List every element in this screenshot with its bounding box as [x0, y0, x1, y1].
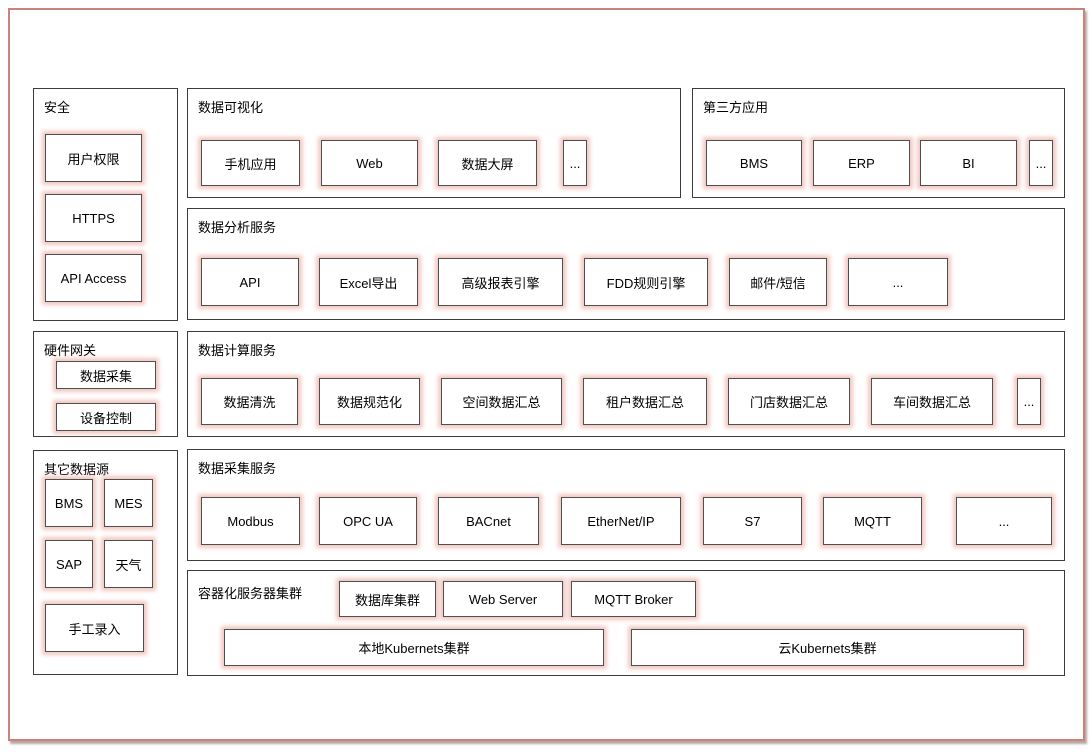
- panel-third-party-title: 第三方应用: [703, 100, 769, 115]
- node-third-party-more: ...: [1029, 140, 1053, 186]
- diagram-outer-frame: 安全 用户权限 HTTPS API Access 数据可视化 手机应用 Web …: [8, 8, 1085, 741]
- node-web-server: Web Server: [443, 581, 563, 617]
- panel-visualization-title: 数据可视化: [198, 100, 264, 115]
- node-cloud-kubernetes-cluster: 云Kubernets集群: [631, 629, 1024, 666]
- node-api: API: [201, 258, 299, 306]
- node-user-permissions: 用户权限: [45, 134, 142, 182]
- node-data-normalization: 数据规范化: [319, 378, 420, 425]
- node-api-access: API Access: [45, 254, 142, 302]
- panel-compute: 数据计算服务 数据清洗 数据规范化 空间数据汇总 租户数据汇总 门店数据汇总 车…: [187, 331, 1065, 437]
- node-erp: ERP: [813, 140, 910, 186]
- panel-third-party: 第三方应用 BMS ERP BI ...: [692, 88, 1065, 198]
- panel-analysis-title: 数据分析服务: [198, 220, 277, 235]
- node-data-screen: 数据大屏: [438, 140, 537, 186]
- node-mobile-app: 手机应用: [201, 140, 300, 186]
- node-mes-source: MES: [104, 479, 153, 527]
- node-compute-more: ...: [1017, 378, 1041, 425]
- node-spatial-aggregation: 空间数据汇总: [441, 378, 562, 425]
- panel-analysis: 数据分析服务 API Excel导出 高级报表引擎 FDD规则引擎 邮件/短信 …: [187, 208, 1065, 320]
- node-analysis-more: ...: [848, 258, 948, 306]
- node-https: HTTPS: [45, 194, 142, 242]
- node-workshop-aggregation: 车间数据汇总: [871, 378, 993, 425]
- node-database-cluster: 数据库集群: [339, 581, 436, 617]
- panel-gateway: 硬件网关 数据采集 设备控制: [33, 331, 178, 437]
- node-store-aggregation: 门店数据汇总: [728, 378, 850, 425]
- node-mqtt: MQTT: [823, 497, 922, 545]
- panel-visualization: 数据可视化 手机应用 Web 数据大屏 ...: [187, 88, 681, 198]
- panel-other-sources-title: 其它数据源: [44, 462, 110, 477]
- node-opc-ua: OPC UA: [319, 497, 417, 545]
- node-sap-source: SAP: [45, 540, 93, 588]
- node-report-engine: 高级报表引擎: [438, 258, 563, 306]
- node-local-kubernetes-cluster: 本地Kubernets集群: [224, 629, 604, 666]
- node-modbus: Modbus: [201, 497, 300, 545]
- panel-security: 安全 用户权限 HTTPS API Access: [33, 88, 178, 321]
- node-tenant-aggregation: 租户数据汇总: [583, 378, 707, 425]
- node-weather-source: 天气: [104, 540, 153, 588]
- panel-cluster-title: 容器化服务器集群: [198, 586, 303, 601]
- node-mqtt-broker: MQTT Broker: [571, 581, 696, 617]
- panel-security-title: 安全: [44, 100, 71, 115]
- node-visualization-more: ...: [563, 140, 587, 186]
- panel-collection-title: 数据采集服务: [198, 461, 277, 476]
- node-manual-entry: 手工录入: [45, 604, 144, 652]
- node-bi: BI: [920, 140, 1017, 186]
- panel-other-sources: 其它数据源 BMS MES SAP 天气 手工录入: [33, 450, 178, 675]
- node-bms-source: BMS: [45, 479, 93, 527]
- node-bms-app: BMS: [706, 140, 802, 186]
- panel-collection: 数据采集服务 Modbus OPC UA BACnet EtherNet/IP …: [187, 449, 1065, 561]
- node-excel-export: Excel导出: [319, 258, 418, 306]
- node-ethernet-ip: EtherNet/IP: [561, 497, 681, 545]
- node-email-sms: 邮件/短信: [729, 258, 827, 306]
- node-s7: S7: [703, 497, 802, 545]
- node-device-control: 设备控制: [56, 403, 156, 431]
- node-collection-more: ...: [956, 497, 1052, 545]
- node-web: Web: [321, 140, 418, 186]
- node-gateway-data-collection: 数据采集: [56, 361, 156, 389]
- node-data-cleaning: 数据清洗: [201, 378, 298, 425]
- node-bacnet: BACnet: [438, 497, 539, 545]
- panel-cluster: 容器化服务器集群 数据库集群 Web Server MQTT Broker 本地…: [187, 570, 1065, 676]
- panel-gateway-title: 硬件网关: [44, 343, 97, 358]
- panel-compute-title: 数据计算服务: [198, 343, 277, 358]
- node-fdd-rule-engine: FDD规则引擎: [584, 258, 708, 306]
